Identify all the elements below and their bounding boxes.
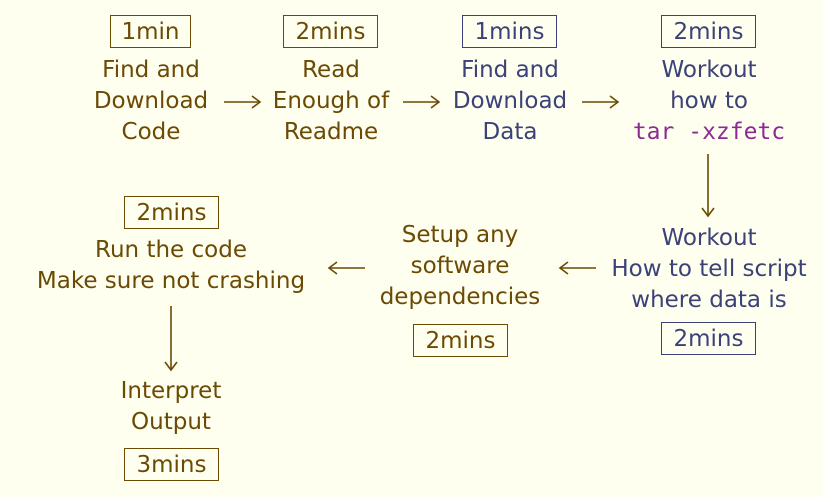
step-8-label: Interpret Output [96, 376, 246, 438]
arrow-right-2 [403, 95, 441, 109]
step-1-line-2: Download [93, 88, 209, 114]
step-4-code: tar -xzfetc [632, 119, 786, 145]
step-5-line-3: where data is [631, 287, 787, 313]
step-7-line-1: Run the code [95, 237, 247, 263]
step-2-label: Read Enough of Readme [262, 55, 400, 148]
step-6-label: Setup any software dependencies [365, 220, 555, 313]
step-2-time-box: 2mins [283, 15, 378, 48]
step-6-line-1: Setup any [401, 222, 519, 248]
step-8-line-1: Interpret [120, 378, 222, 404]
step-5-time-box: 2mins [661, 322, 756, 355]
arrow-down-2 [164, 306, 178, 372]
step-2-line-2: Enough of [272, 88, 390, 114]
step-5-line-1: Workout [661, 225, 757, 251]
arrow-right-1 [224, 95, 262, 109]
step-1-line-3: Code [121, 119, 181, 145]
step-3-time-box: 1mins [462, 15, 557, 48]
step-8-line-2: Output [131, 409, 211, 435]
step-1-line-1: Find and [102, 57, 200, 83]
step-4-label: Workout how to tar -xzfetc [615, 55, 803, 148]
step-1-label: Find and Download Code [80, 55, 222, 148]
step-2-line-1: Read [302, 57, 360, 83]
arrow-down-1 [701, 154, 715, 218]
arrow-left-2 [327, 261, 365, 275]
step-7-time-box: 2mins [124, 196, 219, 229]
step-8-time-box: 3mins [124, 448, 219, 481]
step-6-time-box: 2mins [413, 324, 508, 357]
step-3-line-2: Download [452, 88, 568, 114]
step-3-label: Find and Download Data [440, 55, 580, 148]
step-6-line-3: dependencies [379, 284, 541, 310]
step-4-line-1: Workout [661, 57, 757, 83]
step-3-line-1: Find and [461, 57, 559, 83]
step-4-time-box: 2mins [661, 15, 756, 48]
arrow-left-1 [558, 261, 596, 275]
step-6-line-2: software [410, 253, 510, 279]
step-1-time-box: 1min [110, 15, 191, 48]
step-3-line-3: Data [482, 119, 538, 145]
arrow-right-3 [582, 95, 620, 109]
step-4-line-2: how to [670, 88, 748, 114]
step-5-label: Workout How to tell script where data is [598, 223, 820, 316]
step-7-label: Run the code Make sure not crashing [18, 235, 324, 297]
step-5-line-2: How to tell script [611, 256, 807, 282]
step-7-line-2: Make sure not crashing [36, 268, 306, 294]
step-2-line-3: Readme [283, 119, 379, 145]
